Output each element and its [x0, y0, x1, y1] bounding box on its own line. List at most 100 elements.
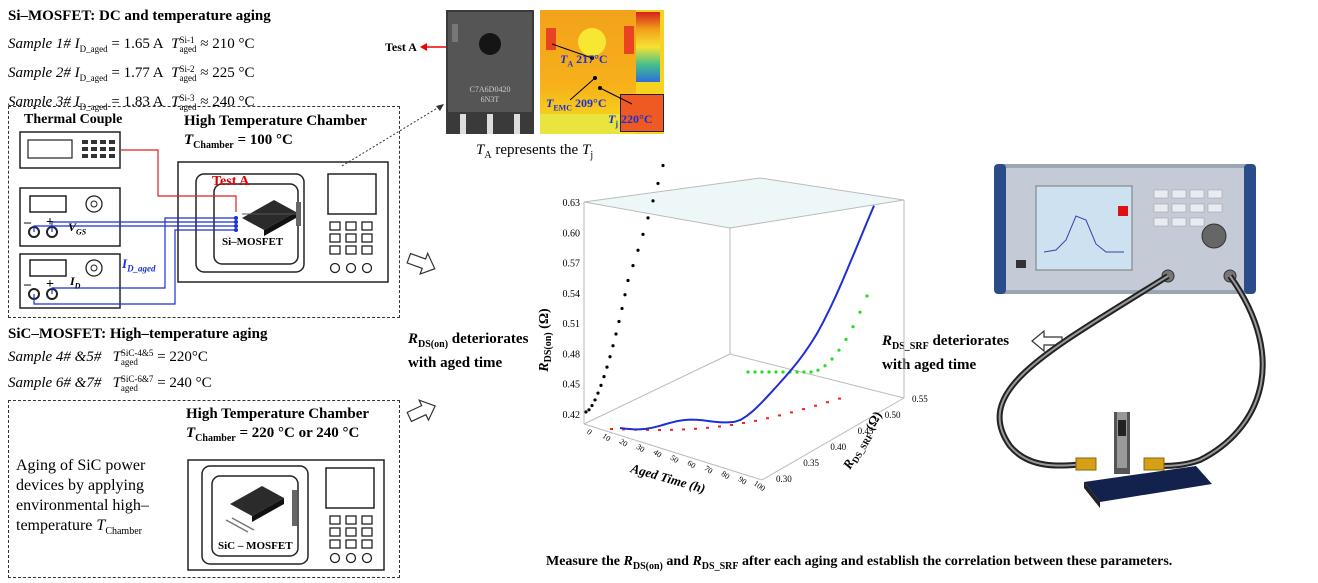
- data-point: [590, 403, 594, 408]
- data-point: [608, 355, 612, 359]
- data-point: [636, 248, 640, 252]
- data-point: [826, 401, 829, 404]
- si-device-label: Si–MOSFET: [222, 236, 284, 248]
- id-label: ID: [70, 274, 81, 291]
- z-tick-label: 0.60: [563, 228, 581, 239]
- z-tick-label: 0.48: [563, 349, 581, 360]
- data-point: [746, 370, 750, 374]
- thermal-couple-label: Thermal Couple: [24, 112, 123, 127]
- svg-text:–: –: [23, 277, 32, 292]
- id-aged-label: ID_aged: [122, 256, 156, 274]
- wiring: [33, 149, 238, 305]
- x-tick-label: 70: [703, 464, 715, 476]
- data-point: [865, 294, 869, 298]
- data-point: [670, 428, 673, 431]
- bottom-caption: Measure the RDS(on) and RDS_SRF after ea…: [546, 554, 1173, 572]
- si-title: Si–MOSFET: DC and temperature aging: [8, 8, 271, 24]
- data-point: [706, 426, 709, 429]
- sic-description: Aging of SiC power devices by applying e…: [16, 457, 149, 538]
- vgs-label: VGS: [68, 220, 87, 237]
- series-blue-line: [619, 205, 875, 431]
- chip-marking: C7A6D0420: [470, 85, 511, 94]
- data-point: [651, 199, 655, 203]
- si-setup-box: [8, 106, 400, 318]
- y-tick-label: 0.55: [912, 394, 928, 404]
- data-point: [611, 344, 615, 348]
- series-red: [610, 397, 841, 431]
- chip-marking: 6N3T: [481, 95, 500, 104]
- arrow-right-icon: [406, 251, 436, 276]
- thermal-image: [540, 10, 664, 134]
- y-axis-label: RDS_SRF (Ω): [839, 409, 886, 474]
- thermal-annotations: [551, 43, 633, 105]
- sic-setup-box: [8, 400, 400, 578]
- id-power-supply: – +: [19, 253, 121, 309]
- data-point: [814, 404, 817, 407]
- data-point: [593, 398, 597, 402]
- data-point: [838, 397, 841, 400]
- network-analyzer: [994, 164, 1256, 294]
- data-point: [646, 216, 650, 220]
- z-tick-label: 0.42: [563, 410, 581, 421]
- si-chamber-temp: TChamber = 100 °C: [184, 132, 293, 151]
- data-point: [766, 417, 769, 420]
- x-tick-label: 50: [669, 453, 681, 465]
- tj-reading: Tj 220°C: [608, 112, 653, 129]
- y-tick-label: 0.45: [858, 426, 874, 436]
- y-ticks: 0.300.350.400.450.500.55: [776, 394, 928, 484]
- data-point: [658, 428, 661, 431]
- data-point: [646, 428, 649, 431]
- x-tick-label: 60: [686, 458, 698, 470]
- data-point: [760, 370, 764, 374]
- photo-test-a: Test A: [385, 40, 417, 54]
- data-point: [790, 411, 793, 414]
- data-point: [620, 306, 624, 311]
- sic-chamber-temp: TChamber = 220 °C or 240 °C: [186, 425, 360, 444]
- data-point: [626, 278, 630, 283]
- sample-label: Sample 2#: [8, 65, 71, 81]
- data-point: [753, 370, 757, 374]
- x-tick-label: 80: [720, 469, 732, 481]
- sample-label: Sample 1#: [8, 36, 71, 52]
- x-tick-label: 30: [635, 442, 647, 454]
- si-setup-drawing: – + – +: [19, 131, 389, 309]
- data-point: [774, 370, 778, 374]
- x-tick-label: 10: [601, 431, 613, 443]
- thermal-couple-instrument: [19, 131, 121, 169]
- temc-reading: TEMC 209°C: [546, 96, 607, 113]
- z-tick-label: 0.45: [563, 380, 581, 391]
- mosfet-photo: C7A6D0420 6N3T: [446, 10, 534, 134]
- photo-caption: TA represents the Tj: [476, 142, 594, 161]
- data-point: [602, 375, 606, 379]
- z-tick-label: 0.57: [563, 259, 581, 270]
- rds-srf-label: RDS_SRF deteriorates with aged time: [882, 333, 1010, 373]
- data-point: [661, 163, 665, 168]
- svg-text:+: +: [46, 277, 54, 292]
- x-tick-label: 100: [752, 479, 767, 493]
- sic-device-label: SiC – MOSFET: [218, 540, 293, 552]
- ta-reading: TA 217°C: [560, 52, 608, 69]
- data-point: [844, 337, 848, 341]
- rds-on-label: RDS(on) deteriorates with aged time: [408, 331, 529, 371]
- z-axis-label: RDS(on) (Ω): [537, 308, 554, 373]
- z-tick-label: 0.54: [563, 289, 581, 300]
- x-tick-label: 0: [585, 427, 593, 437]
- data-point: [718, 425, 721, 428]
- sic-title: SiC–MOSFET: High–temperature aging: [8, 326, 268, 342]
- photo-connector: [341, 103, 445, 167]
- data-point: [587, 408, 591, 412]
- cables-and-board: [996, 273, 1266, 508]
- x-tick-label: 90: [737, 475, 749, 487]
- x-tick-label: 40: [652, 448, 664, 460]
- data-point: [605, 365, 609, 369]
- z-tick-label: 0.51: [563, 319, 581, 330]
- data-point: [802, 370, 806, 374]
